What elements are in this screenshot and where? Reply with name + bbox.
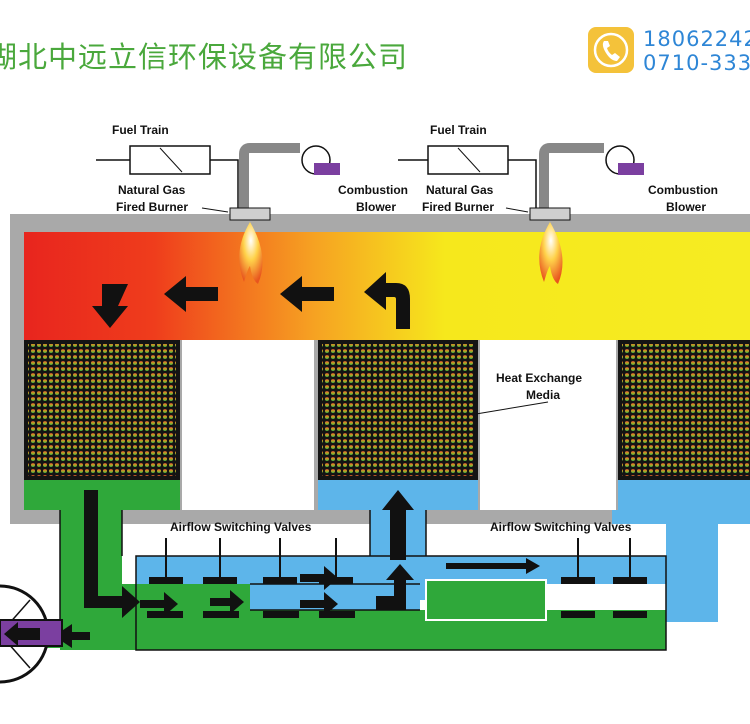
media-label-line2: Media	[526, 388, 560, 402]
blower-label-2-line1: Combustion	[648, 183, 718, 197]
airflow-switching-valves-2	[561, 538, 647, 618]
blower-label-2-line2: Blower	[666, 200, 706, 214]
burner-label-1-line1: Natural Gas	[118, 183, 186, 197]
company-name: 湖北中远立信环保设备有限公司	[0, 40, 409, 74]
company-brand: 湖北中远立信环保设备有限公司	[0, 30, 420, 74]
blower-label-1-line2: Blower	[356, 200, 396, 214]
burner-label-2-line2: Fired Burner	[422, 200, 494, 214]
exhaust-fan	[0, 584, 63, 684]
phone-number-mobile: 18062242	[643, 27, 750, 51]
phone-number-landline: 0710-333	[643, 51, 750, 75]
heat-exchange-bed-middle	[318, 340, 478, 510]
valves-label-1: Airflow Switching Valves	[170, 520, 312, 534]
fuel-train-label-1: Fuel Train	[112, 123, 169, 137]
burner-assembly-2	[398, 143, 644, 284]
heat-exchange-bed-right	[618, 340, 750, 510]
phone-icon	[588, 27, 634, 73]
heat-exchange-bed-left	[24, 340, 180, 510]
burner-label-1-line2: Fired Burner	[116, 200, 188, 214]
burner-assembly-1	[96, 143, 340, 284]
fuel-train-label-2: Fuel Train	[430, 123, 487, 137]
phone-numbers: 18062242 0710-333	[643, 27, 750, 79]
burner-label-2-line1: Natural Gas	[426, 183, 494, 197]
blower-label-1-line1: Combustion	[338, 183, 408, 197]
media-label-line1: Heat Exchange	[496, 371, 582, 385]
chamber-flow-arrows	[92, 272, 410, 329]
valves-label-2: Airflow Switching Valves	[490, 520, 632, 534]
